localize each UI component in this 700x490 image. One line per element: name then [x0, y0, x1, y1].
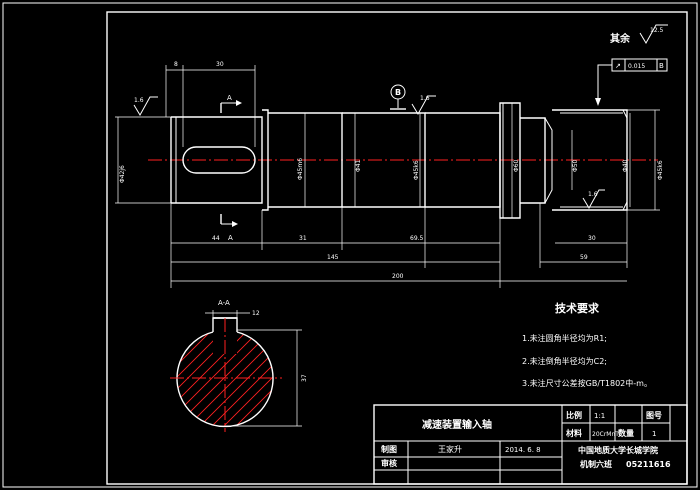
rest-roughness-label: 其余 — [610, 32, 631, 45]
rest-roughness-value: 12.5 — [650, 27, 664, 34]
dim-44: 44 — [212, 235, 220, 242]
dim-d45k: Φ45k6 — [413, 160, 420, 180]
tech-req-item-2: 2.未注倒角半径均为C2; — [522, 356, 607, 366]
title-material-label: 材料 — [566, 428, 582, 438]
title-quantity-label: 数量 — [618, 428, 634, 438]
title-date: 2014. 6. 8 — [505, 446, 541, 454]
tolerance-frame — [595, 58, 668, 106]
title-figure-no-label: 图号 — [646, 411, 662, 420]
title-block — [373, 404, 688, 485]
dim-d45m: Φ45m6 — [297, 158, 304, 180]
tech-req-title: 技术要求 — [555, 301, 600, 315]
title-class-info: 机制六班 — [580, 459, 612, 469]
section-cut-marks — [220, 100, 242, 227]
tolerance-value: 0.015 — [628, 63, 645, 70]
tolerance-datum: B — [659, 62, 664, 70]
datum-b-symbol — [390, 84, 406, 110]
dim-d41: Φ41 — [355, 159, 362, 172]
section-view-label: A-A — [218, 299, 230, 307]
dim-200: 200 — [392, 273, 404, 280]
title-drawn-name: 王家升 — [438, 444, 462, 454]
dim-59: 59 — [580, 254, 588, 261]
title-scale-value: 1:1 — [594, 412, 605, 420]
roughness-left — [133, 96, 158, 116]
keyway-slot — [182, 146, 256, 174]
title-school: 中国地质大学长城学院 — [578, 445, 658, 455]
roughness-left-value: 1.6 — [134, 97, 144, 104]
dim-30: 30 — [216, 61, 224, 68]
roughness-middle-value: 1.6 — [420, 95, 430, 102]
tech-req-item-3: 3.未注尺寸公差按GB/T1802中-m。 — [522, 378, 652, 388]
roughness-right — [582, 189, 605, 209]
dim-d50: Φ50 — [572, 159, 579, 172]
dim-8: 8 — [174, 61, 178, 68]
title-drawn-label: 制图 — [381, 444, 397, 454]
dim-d45-right: Φ45k6 — [657, 160, 664, 180]
cut-label-bottom: A — [228, 234, 233, 242]
tolerance-symbol: ↗ — [615, 62, 621, 70]
title-drawing-name: 减速装置输入轴 — [422, 418, 492, 431]
shaft-main-view — [148, 102, 658, 219]
horizontal-dimensions — [165, 65, 628, 288]
section-depth-dim: 37 — [301, 374, 308, 382]
datum-b-label: B — [395, 88, 401, 97]
dim-d40: Φ40 — [622, 159, 629, 172]
dim-31: 31 — [299, 235, 307, 242]
section-keyway-dim: 12 — [252, 310, 260, 317]
roughness-right-value: 1.6 — [588, 191, 598, 198]
roughness-middle — [411, 95, 436, 115]
tech-req-item-1: 1.未注圆角半径均为R1; — [522, 333, 607, 343]
title-check-label: 审核 — [381, 458, 397, 468]
dim-d42: Φ42j6 — [119, 165, 126, 183]
title-scale-label: 比例 — [566, 410, 582, 420]
dim-d60: Φ60 — [513, 159, 520, 172]
dim-145: 145 — [327, 254, 339, 261]
title-quantity-value: 1 — [652, 430, 656, 438]
dim-30-right: 30 — [588, 235, 596, 242]
vertical-dimensions — [115, 103, 660, 218]
section-a-a — [170, 310, 302, 432]
title-student-id: 05211616 — [626, 460, 671, 469]
rest-roughness-symbol — [639, 24, 668, 44]
dim-69-5: 69.5 — [410, 235, 424, 242]
title-material-value: 20CrMnTi — [592, 431, 621, 438]
cut-label-top: A — [227, 94, 232, 102]
